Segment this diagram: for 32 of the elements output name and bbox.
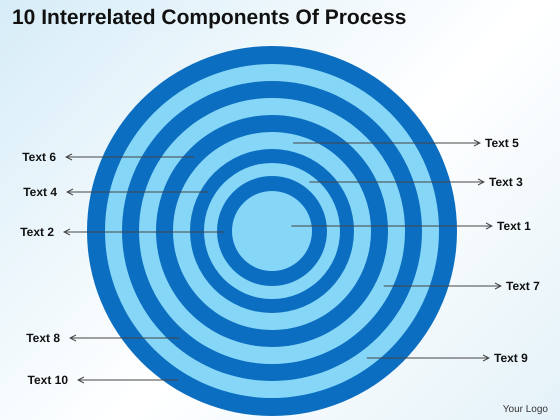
title: 10 Interrelated Components Of Process	[12, 6, 406, 30]
text-label: Text 5	[485, 136, 519, 150]
text-label: Text 9	[494, 351, 528, 365]
light-ring-band	[105, 64, 439, 398]
text-label: Text 4	[23, 185, 57, 199]
leader-line	[383, 282, 502, 290]
light-ring-band	[173, 132, 371, 330]
text-label: Text 3	[489, 175, 523, 189]
text-label: Text 10	[28, 373, 68, 387]
leader-line	[70, 334, 180, 342]
text-label: Text 1	[497, 219, 531, 233]
light-ring-band	[139, 98, 405, 364]
light-ring-band	[204, 163, 340, 299]
text-label: Text 7	[506, 279, 540, 293]
ring-band	[87, 46, 457, 416]
leader-line	[66, 188, 208, 196]
leader-line	[290, 222, 492, 230]
ring-band	[217, 176, 327, 286]
leader-line	[78, 376, 179, 384]
text-label: Text 2	[20, 225, 54, 239]
leader-line	[292, 140, 480, 146]
leader-line	[308, 178, 484, 186]
ring-band	[156, 115, 388, 347]
leader-line	[66, 154, 194, 160]
footer-note: Your Logo	[502, 404, 548, 415]
text-label: Text 8	[26, 331, 60, 345]
ring-band	[122, 81, 422, 381]
light-ring-band	[232, 191, 312, 271]
leader-line	[64, 228, 225, 236]
text-label: Text 6	[22, 150, 56, 164]
leader-line	[366, 354, 490, 362]
ring-band	[190, 149, 354, 313]
